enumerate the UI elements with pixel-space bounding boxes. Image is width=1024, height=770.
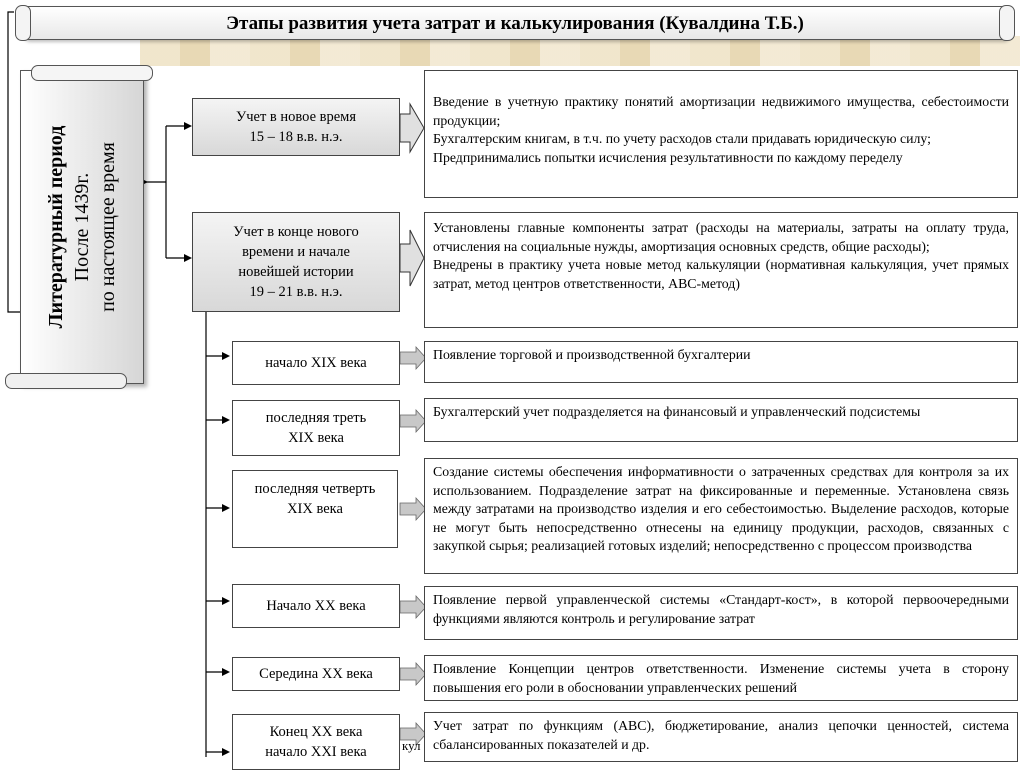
title-banner: Этапы развития учета затрат и калькулиро… <box>15 5 1015 41</box>
description-text: Бухгалтерский учет подразделяется на фин… <box>433 404 921 419</box>
title-connector <box>7 11 22 313</box>
period-label: Литературный период <box>45 125 67 329</box>
substage-description-mid-20c: Появление Концепции центров ответственно… <box>424 655 1018 701</box>
description-text: Создание системы обеспечения информативн… <box>433 464 1009 553</box>
substage-box-late-20c-early-21c: Конец XX века начало XXI века <box>232 714 400 770</box>
page-title: Этапы развития учета затрат и калькулиро… <box>226 13 804 34</box>
stage-label-line: Учет в конце нового <box>233 224 359 240</box>
description-text: Появление первой управленческой системы … <box>433 592 1009 626</box>
substage-label: Середина XX века <box>259 666 373 682</box>
substage-description-early-19c: Появление торговой и производственной бу… <box>424 341 1018 383</box>
period-line-2: по настоящее время <box>97 142 119 312</box>
world-map-background <box>140 36 1020 66</box>
stage-box-modern-history: Учет в конце нового времени и начале нов… <box>192 212 400 312</box>
description-text: Появление Концепции центров ответственно… <box>433 661 1009 695</box>
substage-label: XIX века <box>288 430 344 446</box>
description-text: Учет затрат по функциям (АВС), бюджетиро… <box>433 718 1009 752</box>
stray-text: кул <box>402 738 421 753</box>
stage-label-line: 15 – 18 в.в. н.э. <box>249 129 343 145</box>
substage-description-last-third-19c: Бухгалтерский учет подразделяется на фин… <box>424 398 1018 442</box>
stage-label-line: времени и начале <box>242 244 350 260</box>
substage-description-last-quarter-19c: Создание системы обеспечения информативн… <box>424 458 1018 574</box>
substage-label: XIX века <box>287 501 343 517</box>
substage-description-early-20c: Появление первой управленческой системы … <box>424 586 1018 640</box>
scroll-roll-left <box>15 5 31 41</box>
description-line: Установлены главные компоненты затрат (р… <box>433 220 1009 254</box>
description-line: Введение в учетную практику понятий амор… <box>433 94 1009 128</box>
substage-box-early-19c: начало XIX века <box>232 341 400 385</box>
period-line-1: После 1439г. <box>71 172 93 282</box>
stage-label-line: Учет в новое время <box>235 109 357 125</box>
period-text: Литературный период После 1439г. по наст… <box>43 77 121 377</box>
substage-box-last-third-19c: последняя треть XIX века <box>232 400 400 456</box>
substage-label: начало XIX века <box>265 355 367 371</box>
scroll-cap-bottom <box>5 373 127 389</box>
substage-box-last-quarter-19c: последняя четверть XIX века <box>232 470 398 548</box>
substage-label: последняя четверть <box>254 481 376 497</box>
scroll-cap-top <box>31 65 153 81</box>
substage-label: последняя треть <box>265 410 367 426</box>
stage-label-line: 19 – 21 в.в. н.э. <box>249 284 343 300</box>
stage-description-new-time: Введение в учетную практику понятий амор… <box>424 70 1018 198</box>
substage-label: начало XXI века <box>265 744 367 760</box>
description-line: Предпринимались попытки исчисления резул… <box>433 149 903 165</box>
substage-description-late-20c-early-21c: Учет затрат по функциям (АВС), бюджетиро… <box>424 712 1018 762</box>
substage-box-early-20c: Начало XX века <box>232 584 400 628</box>
period-scroll: Литературный период После 1439г. по наст… <box>5 65 153 389</box>
stage-box-new-time: Учет в новое время 15 – 18 в.в. н.э. <box>192 98 400 156</box>
description-line: Бухгалтерским книгам, в т.ч. по учету ра… <box>433 131 931 146</box>
description-text: Появление торговой и производственной бу… <box>433 347 751 362</box>
stage-label-line: новейшей истории <box>238 264 354 280</box>
substage-box-mid-20c: Середина XX века <box>232 657 400 691</box>
stage-description-modern-history: Установлены главные компоненты затрат (р… <box>424 212 1018 328</box>
substage-label: Конец XX века <box>269 724 363 740</box>
description-line: Внедрены в практику учета новые метод ка… <box>433 257 1009 291</box>
scroll-roll-right <box>999 5 1015 41</box>
substage-label: Начало XX века <box>266 598 366 614</box>
